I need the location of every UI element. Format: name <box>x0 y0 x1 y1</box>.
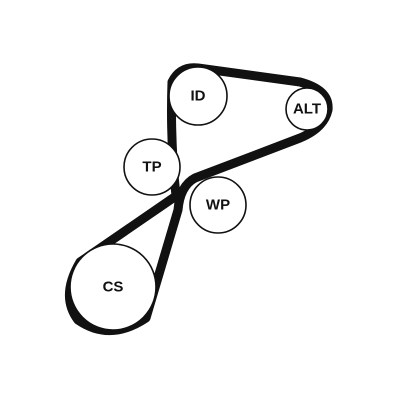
pulley-cs: CS <box>69 243 157 331</box>
pulley-tp: TP <box>123 138 181 196</box>
pulley-id-label: ID <box>191 88 206 105</box>
pulley-id-circle <box>168 66 228 126</box>
pulley-alt-label: ALT <box>293 101 321 118</box>
pulley-tp-circle <box>123 138 181 196</box>
pulley-cs-circle <box>69 243 157 331</box>
pulley-alt-circle <box>285 87 329 131</box>
pulley-id: ID <box>168 66 228 126</box>
pulley-wp-label: WP <box>206 197 230 214</box>
pulley-wp: WP <box>189 176 247 234</box>
pulley-alt: ALT <box>285 87 329 131</box>
pulley-wp-circle <box>189 176 247 234</box>
serpentine-belt <box>65 63 333 335</box>
pulley-cs-label: CS <box>103 279 124 296</box>
pulley-tp-label: TP <box>142 159 161 176</box>
